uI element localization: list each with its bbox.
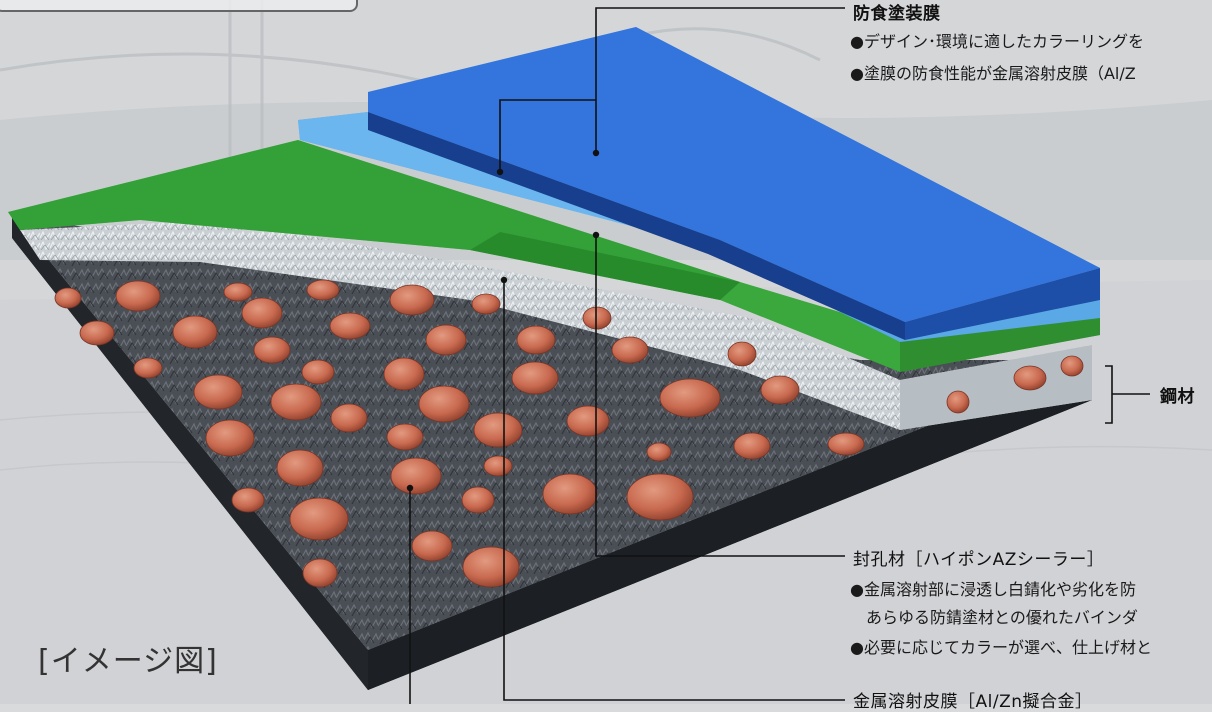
rust-nodule: [389, 284, 435, 316]
rust-nodule: [386, 423, 424, 451]
rust-nodule: [946, 390, 970, 414]
sealer-title: 封孔材［ハイポンAZシーラー］: [853, 550, 1105, 570]
rust-nodule: [473, 412, 523, 448]
rust-nodule: [289, 497, 349, 541]
image-caption: [イメージ図]: [38, 644, 218, 679]
leader-lines: [409, 7, 1150, 704]
rust-nodule: [566, 405, 610, 437]
rust-nodule: [1013, 365, 1047, 391]
rust-nodule: [329, 312, 371, 340]
rust-nodule: [1060, 355, 1084, 377]
leader-dots: [406, 149, 600, 492]
rust-nodule: [733, 432, 771, 460]
sealer-bullet-2: あらゆる防錆塗材との優れたバインダ: [850, 608, 1138, 627]
rust-nodule: [462, 546, 520, 588]
rust-nodule: [205, 419, 255, 457]
rust-nodule: [276, 449, 324, 487]
rust-nodule: [223, 282, 253, 302]
rust-nodule: [611, 336, 649, 364]
rust-nodule: [193, 374, 243, 410]
rust-nodule: [471, 293, 501, 315]
sealer-bullet-1: ●金属溶射部に浸透し白錆化や劣化を防: [850, 580, 1136, 599]
blasted-steel-surface: [12, 215, 1092, 650]
rust-nodule: [301, 359, 335, 385]
rust-particles: [54, 279, 1084, 588]
rust-nodule: [172, 315, 218, 349]
rust-nodule: [483, 455, 513, 477]
sealer-bullet-3: ●必要に応じてカラーが選べ、仕上げ材と: [850, 638, 1152, 657]
rust-nodule: [270, 383, 322, 421]
rust-nodule: [306, 279, 340, 301]
rust-nodule: [231, 487, 265, 513]
rust-nodule: [827, 432, 865, 456]
rust-nodule: [760, 375, 800, 405]
rust-nodule: [461, 486, 495, 514]
rust-nodule: [542, 473, 598, 515]
coating-bullet-2: ●塗膜の防食性能が金属溶射皮膜（Al/Z: [850, 64, 1136, 83]
sealer-layer: [8, 140, 1100, 372]
rust-nodule: [383, 357, 425, 391]
rust-nodule: [241, 297, 283, 329]
rust-nodule: [646, 442, 672, 462]
steel-label: 鋼材: [1160, 387, 1195, 407]
coating-title: 防食塗装膜: [853, 4, 941, 24]
rust-nodule: [626, 473, 694, 521]
rust-nodule: [133, 357, 163, 379]
rust-nodule: [582, 306, 612, 330]
header-frame: [0, 0, 358, 12]
rust-nodule: [727, 341, 757, 367]
rust-nodule: [330, 403, 368, 433]
rust-nodule: [511, 361, 559, 395]
rust-nodule: [302, 558, 338, 588]
rust-nodule: [418, 385, 470, 423]
rust-nodule: [411, 530, 453, 562]
rust-nodule: [253, 336, 291, 364]
rust-nodule: [54, 287, 82, 309]
spray-title: 金属溶射皮膜［Al/Zn擬合金］: [853, 692, 1093, 712]
rust-nodule: [516, 325, 556, 355]
rust-nodule: [425, 324, 467, 356]
rust-nodule: [79, 320, 115, 346]
rust-nodule: [390, 457, 442, 495]
coating-bullet-1: ●デザイン･環境に適したカラーリングを: [850, 32, 1144, 51]
rust-nodule: [659, 378, 721, 418]
rust-nodule: [115, 280, 161, 312]
metal-spray-layer: [20, 220, 1092, 430]
